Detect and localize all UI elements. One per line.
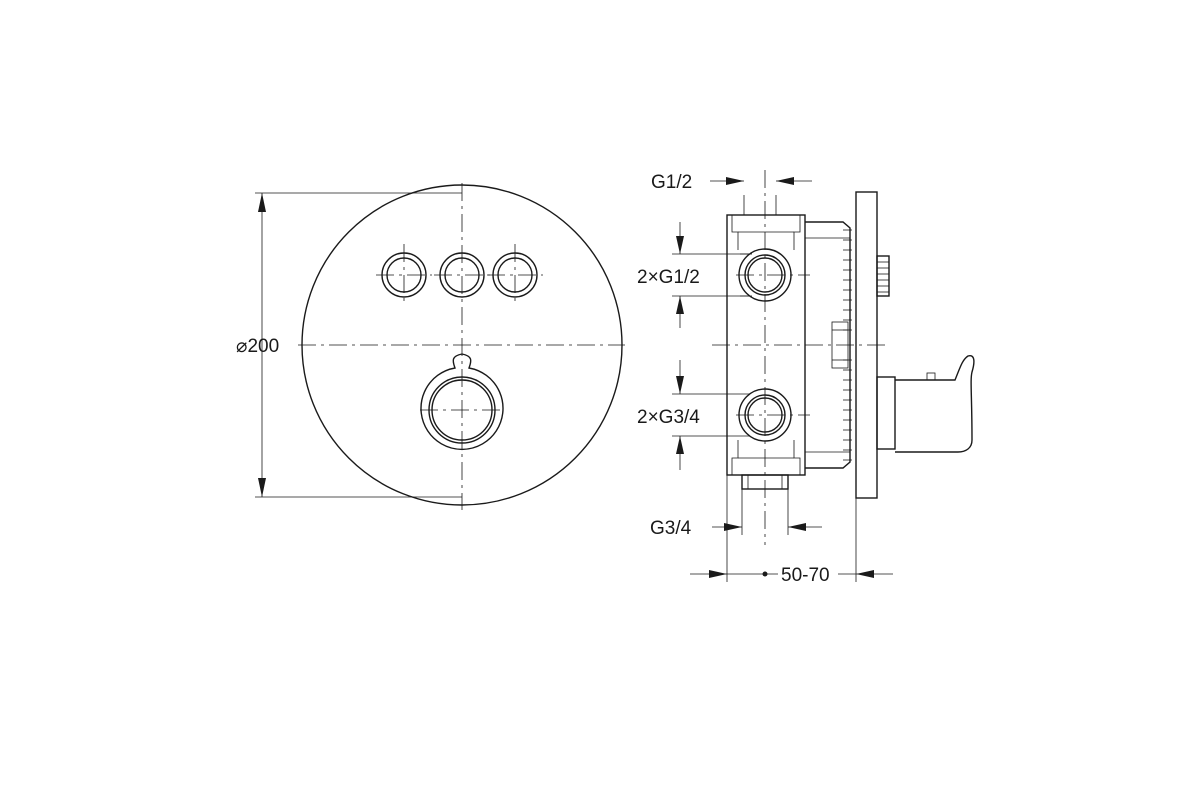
push-button-left [376, 244, 432, 306]
upper-pair-dimension [672, 222, 750, 328]
temperature-knob [420, 353, 504, 451]
upper-inlet-port [736, 248, 810, 302]
depth-label: 50-70 [781, 565, 830, 586]
knurled-button-side [876, 255, 890, 297]
lower-pair-dimension [672, 360, 750, 470]
bottom-port-label: G3/4 [650, 518, 692, 539]
handle-lever-side [876, 355, 975, 453]
top-port-label: G1/2 [651, 172, 692, 193]
push-button-middle [434, 252, 490, 298]
upper-pair-label: 2×G1/2 [637, 267, 700, 288]
diameter-label: ⌀200 [236, 336, 279, 357]
front-view: ⌀200 [236, 183, 625, 510]
push-button-right [487, 244, 543, 306]
top-port-dimension [710, 177, 812, 185]
diameter-dimension [255, 192, 462, 498]
bottom-port-dimension [712, 489, 822, 535]
lower-inlet-port [736, 388, 810, 442]
side-view: G1/2 2×G1/2 2×G3/4 [637, 170, 975, 586]
bottom-outlet [741, 474, 789, 490]
lower-pair-label: 2×G3/4 [637, 407, 700, 428]
depth-dimension [690, 475, 893, 582]
